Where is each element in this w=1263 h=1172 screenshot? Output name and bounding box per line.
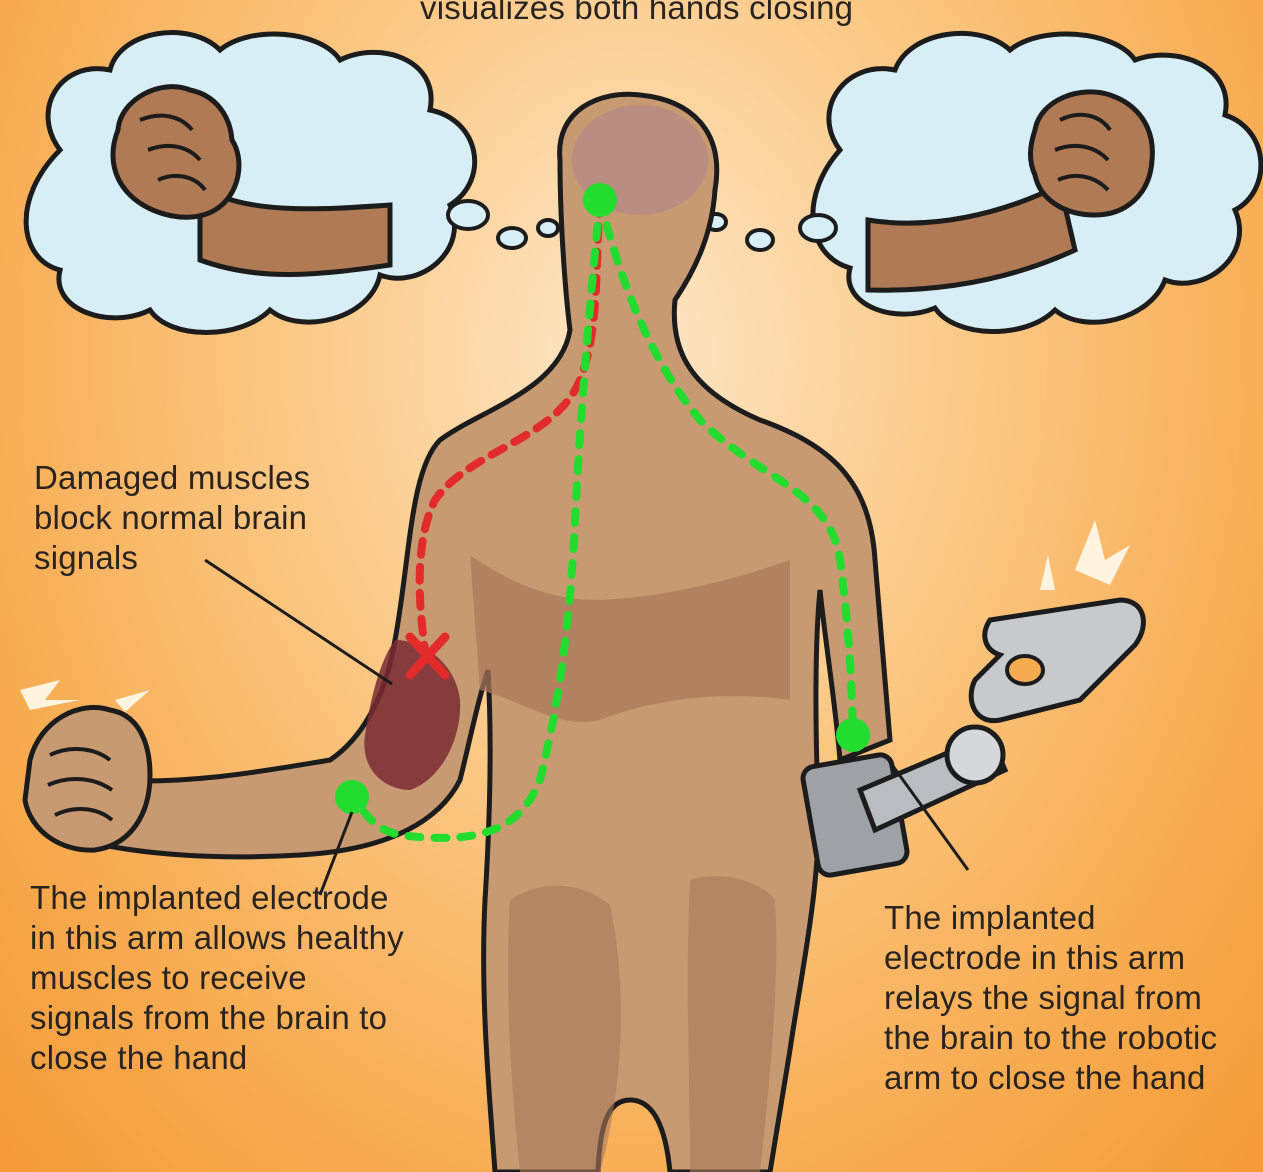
leader-line-damaged [205,560,392,684]
damaged-muscles-label: Damaged muscles block normal brain signa… [34,458,310,578]
fist-right-thought [1030,92,1152,215]
cloud-shape-left [26,33,475,333]
damaged-muscles-line-3: signals [34,538,310,578]
right-electrode-line-2: electrode in this arm [884,938,1217,978]
right-electrode-line-5: arm to close the hand [884,1058,1217,1098]
electrode-dot-icon [335,780,369,814]
robotic-grip-opening [1007,656,1043,684]
electrode-dot-icon [836,718,870,752]
damaged-muscles-line-2: block normal brain [34,498,310,538]
thought-bubble-small-2 [498,228,526,248]
right-electrode-label: The implanted electrode in this arm rela… [884,898,1217,1098]
thought-cloud-left [26,33,558,333]
left-electrode-line-3: muscles to receive [30,958,404,998]
left-electrode-line-5: close the hand [30,1038,404,1078]
robotic-hand [971,600,1143,721]
thought-bubble-small-4 [800,215,836,241]
fist-left-thought [113,87,239,218]
spark-left-small [115,690,150,712]
thought-bubble-small-5 [747,230,773,250]
thought-cloud-right [706,33,1261,331]
right-electrode-line-3: relays the signal from [884,978,1217,1018]
left-electrode-line-4: signals from the brain to [30,998,404,1038]
spark-right [1075,520,1130,585]
thought-bubble-small-3 [538,220,558,236]
spark-left [20,680,80,710]
right-electrode-line-1: The implanted [884,898,1217,938]
thought-bubble-small-1 [448,201,488,229]
left-electrode-line-1: The implanted electrode [30,878,404,918]
right-electrode-line-4: the brain to the robotic [884,1018,1217,1058]
leg-shading-right [688,876,777,1172]
damaged-muscles-line-1: Damaged muscles [34,458,310,498]
electrode-dot-icon [583,183,617,217]
left-electrode-label: The implanted electrode in this arm allo… [30,878,404,1078]
robotic-wrist-joint [947,727,1003,783]
left-electrode-line-2: in this arm allows healthy [30,918,404,958]
caption-top: visualizes both hands closing [420,0,853,28]
spark-right-small [1040,555,1055,590]
leg-shading [508,886,621,1172]
